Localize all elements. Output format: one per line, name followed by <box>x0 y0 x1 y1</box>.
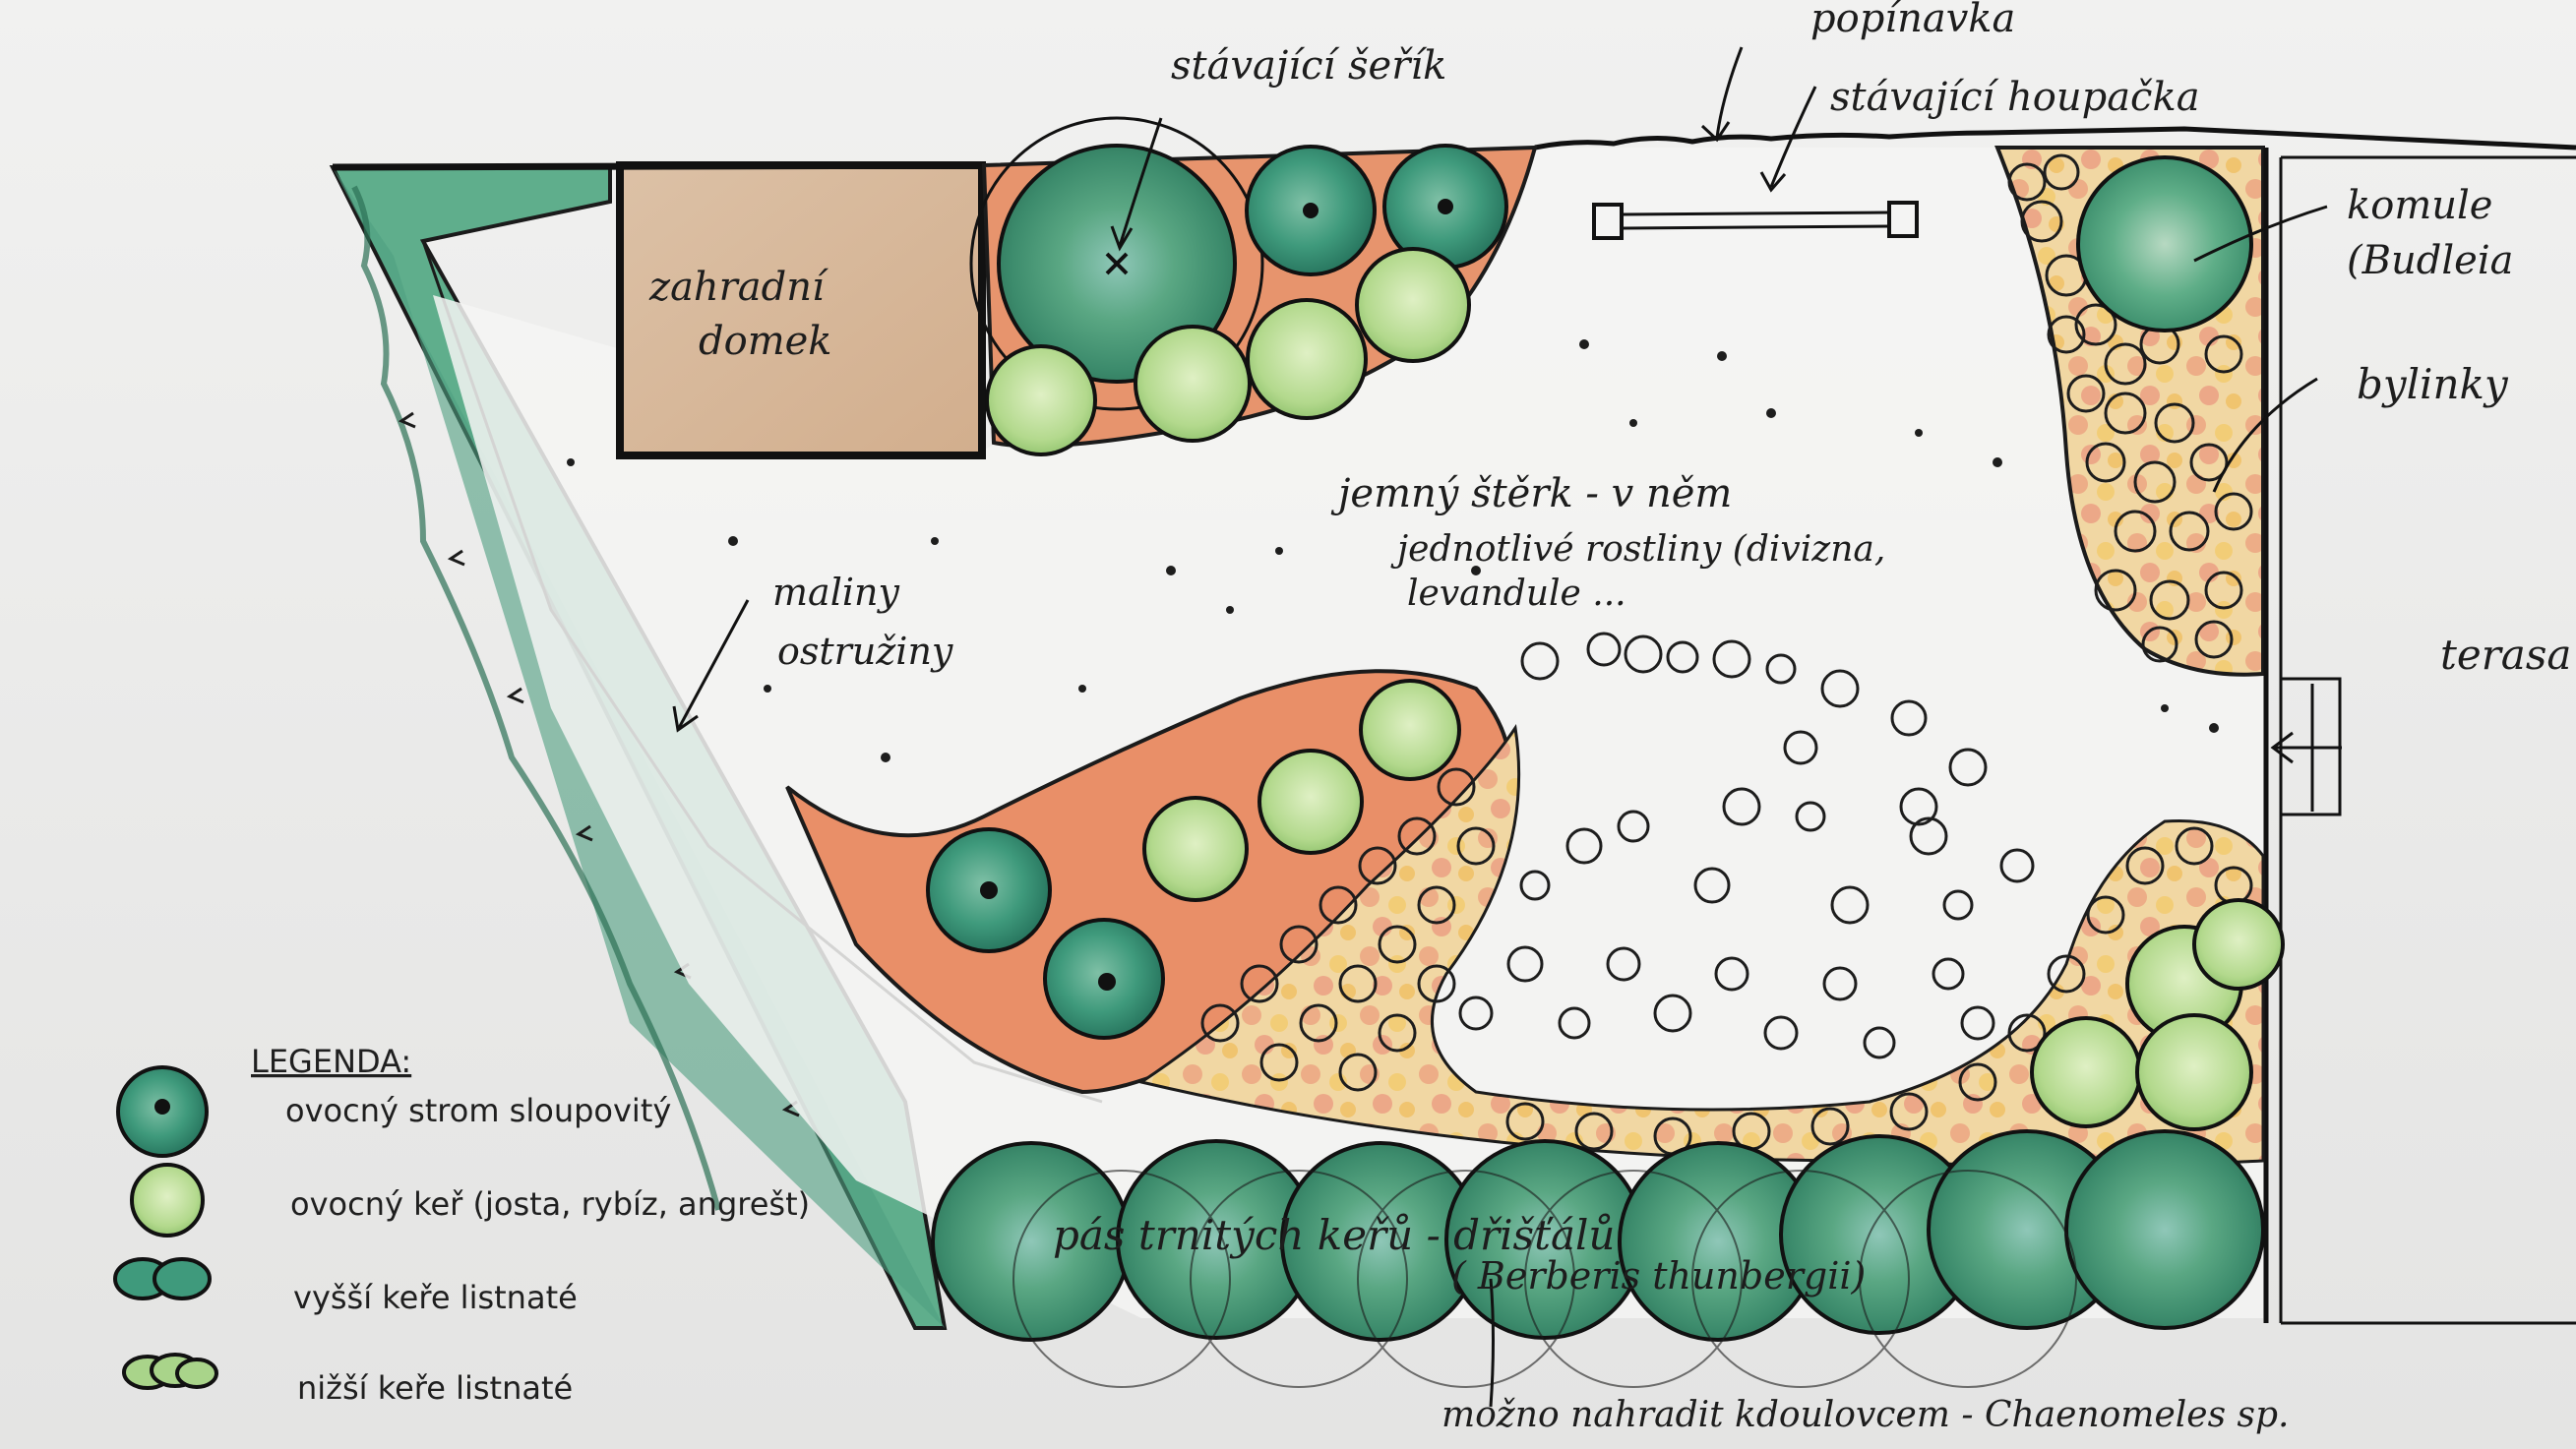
legend-item-label: ovocný strom sloupovitý <box>285 1092 671 1129</box>
plan-labels: zahradní domek stávající šeřík popínavka… <box>648 0 2571 1435</box>
buddleia-label-line2: (Budleia <box>2347 238 2513 283</box>
shed-label-line1: zahradní <box>648 265 829 310</box>
existing-swing-label: stávající houpačka <box>1830 75 2200 120</box>
thorny-shrub-belt <box>931 1129 2265 1388</box>
column-fruit-tree-icon <box>116 1065 209 1158</box>
fruit-shrub-icon <box>130 1163 205 1238</box>
leader-lines <box>672 46 2328 1408</box>
legend-item-label: nižší keře listnaté <box>297 1369 573 1407</box>
gravel-label-line3: levandule ... <box>1407 574 1626 614</box>
swing-symbol <box>1592 201 1919 240</box>
shrub-belt-label-line2: ( Berberis thunbergii) <box>1451 1254 1866 1298</box>
gravel-label-line2: jednotlivé rostliny (divizna, <box>1390 529 1885 570</box>
shrub-belt-label-line1: pás trnitých keřů - dřišťálů <box>1053 1211 1615 1259</box>
herbs-label: bylinky <box>2357 360 2509 408</box>
existing-lilac-bed <box>969 116 1538 456</box>
legend: LEGENDA: ovocný strom sloupovitý ovocný … <box>113 1043 810 1407</box>
gravel-stones <box>1458 632 2035 1059</box>
raspberries-label-line1: maliny <box>772 571 899 614</box>
gravel-dots <box>567 339 2219 762</box>
gravel-label-line1: jemný štěrk - v něm <box>1330 471 1732 516</box>
terrace-label: terasa <box>2440 631 2571 679</box>
herbs-bed <box>1994 146 2265 677</box>
shed-label-line2: domek <box>699 319 832 364</box>
legend-item-label: vyšší keře listnaté <box>293 1279 578 1316</box>
replace-note-label: možno nahradit kdoulovcem - Chaenomeles … <box>1441 1395 2289 1435</box>
climber-label: popínavka <box>1810 0 2015 41</box>
raspberries-label-line2: ostružiny <box>777 630 953 673</box>
terrace-edge <box>2263 148 2576 1325</box>
tall-deciduous-shrub-icon <box>113 1257 212 1300</box>
legend-title: LEGENDA: <box>251 1043 411 1080</box>
low-deciduous-shrub-icon <box>122 1353 218 1390</box>
garden-shed <box>616 161 986 459</box>
top-fence-line <box>332 126 2576 171</box>
fruit-tree-bed <box>785 669 1512 1095</box>
existing-lilac-label: stávající šeřík <box>1171 43 1446 89</box>
legend-item-label: ovocný keř (josta, rybíz, angrešt) <box>290 1185 810 1223</box>
buddleia-label-line1: komule <box>2347 183 2492 228</box>
